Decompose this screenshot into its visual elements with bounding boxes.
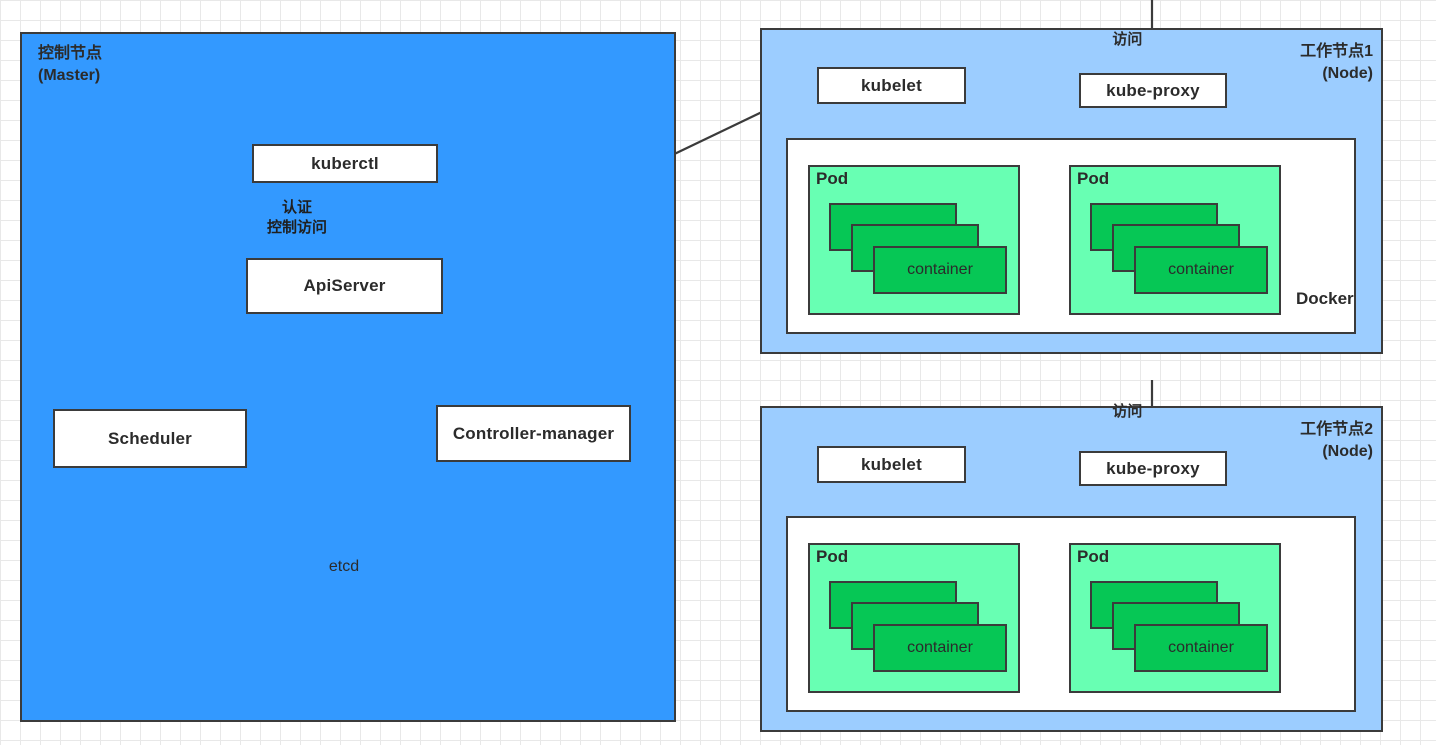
- node1-pod-2-container-3[interactable]: container: [1134, 246, 1268, 294]
- node1-kube-proxy-label: kube-proxy: [1106, 80, 1200, 100]
- node2-kube-proxy-box[interactable]: kube-proxy: [1079, 451, 1227, 486]
- node1-pod-1-label: Pod: [816, 169, 849, 188]
- kubectl-label: kuberctl: [311, 153, 379, 173]
- node1-kubelet-label: kubelet: [861, 75, 922, 95]
- node2-title-line1: 工作节点2: [1300, 421, 1373, 438]
- etcd-label: etcd: [328, 558, 360, 575]
- node2-kubelet-label: kubelet: [861, 454, 922, 474]
- node2-pod-2-label: Pod: [1077, 547, 1110, 566]
- auth-edge-line1: 认证: [281, 199, 312, 216]
- master-title-line1: 控制节点: [38, 45, 103, 62]
- auth-edge-label: 认证控制访问: [252, 198, 342, 237]
- node1-kubelet-box[interactable]: kubelet: [817, 67, 966, 104]
- scheduler-label: Scheduler: [108, 428, 192, 448]
- worker-node-1-title: 工作节点1 (Node): [1183, 41, 1373, 84]
- node1-pod-1-container-3[interactable]: container: [873, 246, 1007, 294]
- node2-access-label: 访问: [1112, 402, 1143, 420]
- kubectl-box[interactable]: kuberctl: [252, 144, 438, 183]
- controller-manager-label: Controller-manager: [452, 423, 615, 443]
- node2-kube-proxy-label: kube-proxy: [1106, 458, 1200, 478]
- apiserver-box[interactable]: ApiServer: [246, 258, 443, 314]
- node2-title-line2: (Node): [1322, 442, 1373, 460]
- node2-pod-2-container-3[interactable]: container: [1134, 624, 1268, 672]
- master-node-region: [20, 32, 676, 722]
- node1-runtime-label: Docker: [1296, 289, 1354, 308]
- node1-title-line1: 工作节点1: [1300, 43, 1373, 60]
- node1-title-line2: (Node): [1322, 64, 1373, 82]
- node2-kubelet-box[interactable]: kubelet: [817, 446, 966, 483]
- node1-kube-proxy-box[interactable]: kube-proxy: [1079, 73, 1227, 108]
- master-node-title: 控制节点 (Master): [38, 43, 102, 86]
- node2-pod-1-container-3[interactable]: container: [873, 624, 1007, 672]
- apiserver-label: ApiServer: [303, 276, 386, 295]
- worker-node-2-title: 工作节点2 (Node): [1183, 419, 1373, 462]
- node1-pod-2-label: Pod: [1077, 169, 1110, 188]
- node1-access-label: 访问: [1112, 30, 1143, 48]
- master-title-line2: (Master): [38, 66, 101, 84]
- scheduler-box[interactable]: Scheduler: [53, 409, 247, 468]
- controller-manager-box[interactable]: Controller-manager: [436, 405, 631, 462]
- node2-pod-1-label: Pod: [816, 547, 849, 566]
- auth-edge-line2: 控制访问: [266, 218, 327, 236]
